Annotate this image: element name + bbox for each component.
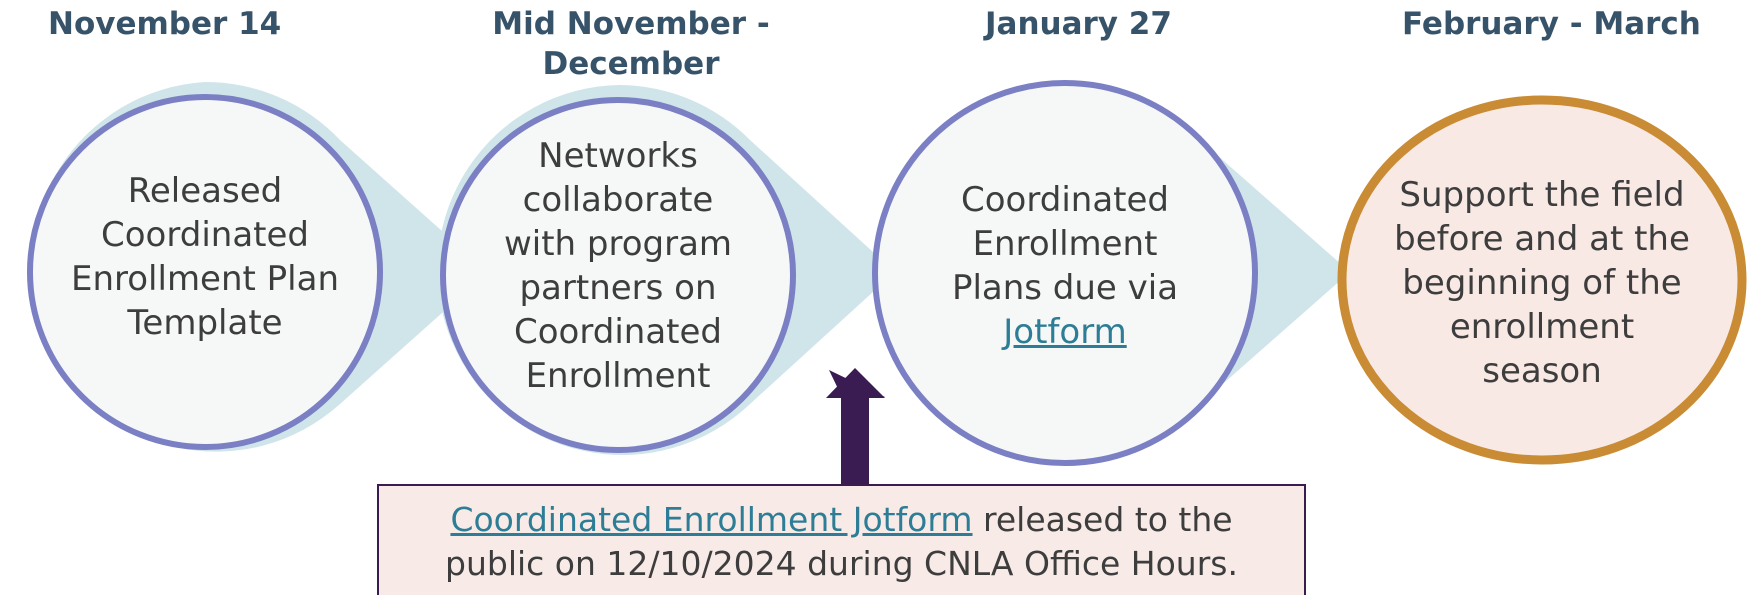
step-line: Enrollment Plan: [70, 259, 339, 299]
step-line: collaborate: [522, 180, 714, 220]
note-line-2: public on 12/10/2024 during CNLA Office …: [445, 544, 1238, 583]
note-text: released to the: [972, 500, 1233, 539]
step-line: Plans due via: [951, 268, 1179, 308]
heading-november-14: November 14: [48, 6, 282, 42]
step-line: before and at the: [1394, 219, 1690, 259]
coordinated-enrollment-jotform-link[interactable]: Coordinated Enrollment Jotform: [450, 500, 973, 539]
step-4-circle: [1337, 95, 1747, 465]
step-4-text: Support the field before and at the begi…: [1372, 168, 1712, 398]
step-line: Coordinated: [514, 312, 722, 352]
step-2-text: Networks collaborate with program partne…: [480, 128, 756, 404]
step-line: Enrollment: [972, 224, 1158, 264]
step-line: Enrollment: [525, 356, 711, 396]
step-3-text: Coordinated Enrollment Plans due via Jot…: [920, 166, 1210, 366]
step-1-text: Released Coordinated Enrollment Plan Tem…: [40, 162, 370, 352]
step-line: Coordinated: [101, 215, 309, 255]
heading-line: Mid November -: [492, 6, 770, 42]
step-line: Coordinated: [961, 180, 1169, 220]
heading-january-27: January 27: [985, 6, 1172, 42]
jotform-link[interactable]: Jotform: [1003, 312, 1127, 352]
heading-mid-november-december: Mid November - December: [490, 4, 772, 84]
up-arrow-body: [826, 368, 885, 486]
step-1-circle: [27, 94, 383, 450]
step-line: season: [1482, 351, 1602, 391]
step-line: Jotform: [1003, 310, 1126, 354]
step-line: Template: [127, 303, 283, 343]
heading-february-march: February - March: [1402, 6, 1701, 42]
release-note-box: Coordinated Enrollment Jotform released …: [377, 484, 1306, 595]
step-line: beginning of the: [1402, 263, 1682, 303]
step-3-circle: [872, 80, 1258, 466]
step-line: Support the field: [1399, 175, 1685, 215]
step-line: Released: [127, 171, 283, 211]
step-line: enrollment: [1449, 307, 1635, 347]
heading-line: December: [542, 46, 720, 82]
step-line: partners on: [519, 268, 717, 308]
note-line-1: Coordinated Enrollment Jotform released …: [379, 498, 1304, 542]
step-line: Networks: [538, 136, 698, 176]
step-line: with program: [503, 224, 733, 264]
step-2-circle: [440, 97, 796, 453]
